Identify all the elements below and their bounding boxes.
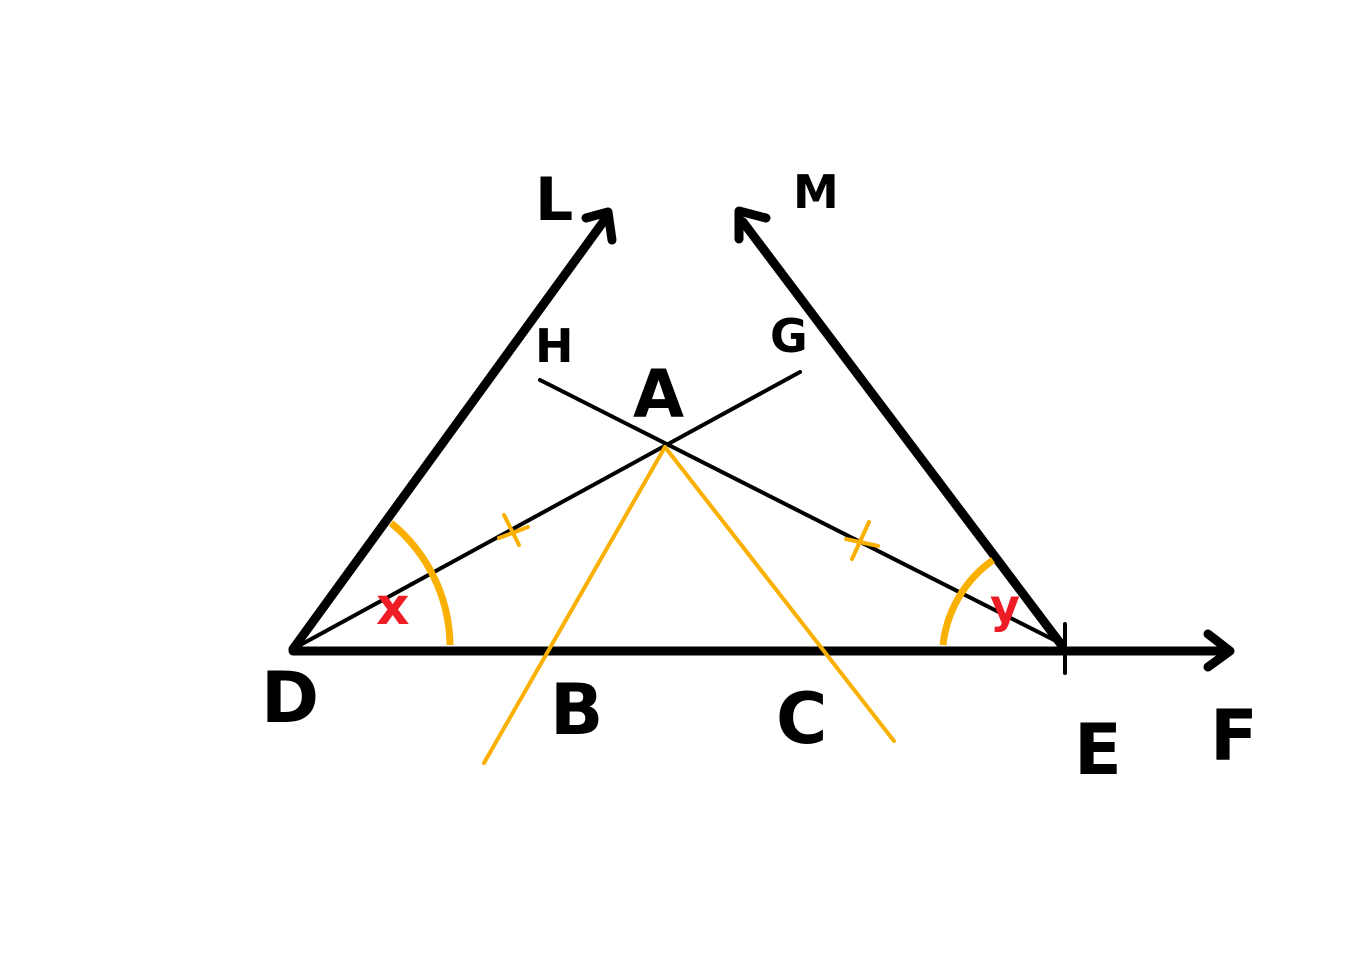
label-A: A <box>633 356 684 433</box>
label-F: F <box>1210 695 1258 777</box>
label-G: G <box>770 309 808 363</box>
line-DG <box>291 370 802 651</box>
cross-mark-left-b <box>497 525 530 540</box>
angle-label-y: y <box>990 579 1020 633</box>
line-HE <box>538 378 1062 645</box>
arrowhead-L <box>581 207 617 245</box>
angle-arc-y <box>939 557 996 646</box>
label-D: D <box>261 657 319 739</box>
arrowhead-F <box>1203 629 1235 672</box>
label-E: E <box>1074 709 1122 791</box>
ray-DL <box>288 213 611 654</box>
arrowhead-M <box>734 206 771 244</box>
label-M: M <box>793 165 839 219</box>
label-C: C <box>776 678 827 760</box>
label-B: B <box>550 669 603 751</box>
cross-mark-right-b <box>844 537 880 548</box>
line-AC-extended <box>663 445 896 743</box>
angle-arc-x <box>388 520 454 646</box>
angle-label-x: x <box>376 577 410 637</box>
label-H: H <box>535 319 574 373</box>
line-AB-extended <box>482 445 667 765</box>
ray-EM <box>738 217 1065 648</box>
cross-mark-left-a <box>502 513 521 547</box>
label-L: L <box>535 165 573 235</box>
